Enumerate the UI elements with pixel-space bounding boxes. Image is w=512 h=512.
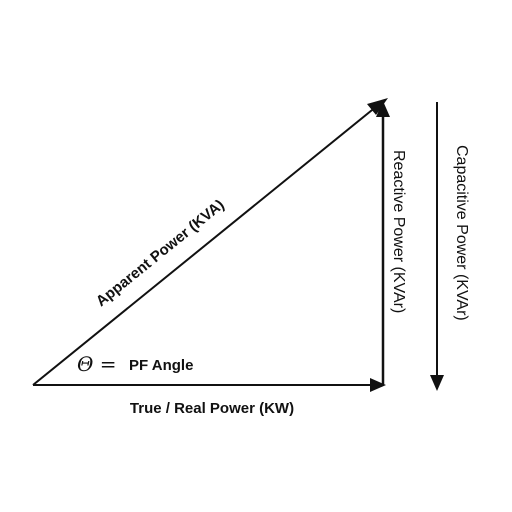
pf-angle-label: PF Angle [129, 357, 193, 374]
real-power-label: True / Real Power (KW) [130, 400, 294, 417]
real-power-vector [33, 378, 386, 392]
theta-symbol: Θ = [77, 352, 117, 376]
capacitive-power-vector [430, 102, 444, 391]
real-power-arrowhead [370, 378, 386, 392]
capacitive-power-label: Capacitive Power (KVAr) [453, 145, 470, 321]
reactive-power-arrowhead [376, 101, 390, 117]
reactive-power-vector [376, 101, 390, 385]
apparent-power-vector [32, 98, 388, 386]
capacitive-power-arrowhead [430, 375, 444, 391]
reactive-power-label: Reactive Power (KVAr) [390, 150, 407, 313]
apparent-power-line [32, 105, 378, 386]
apparent-power-label: Apparent Power (KVA) [93, 196, 228, 310]
